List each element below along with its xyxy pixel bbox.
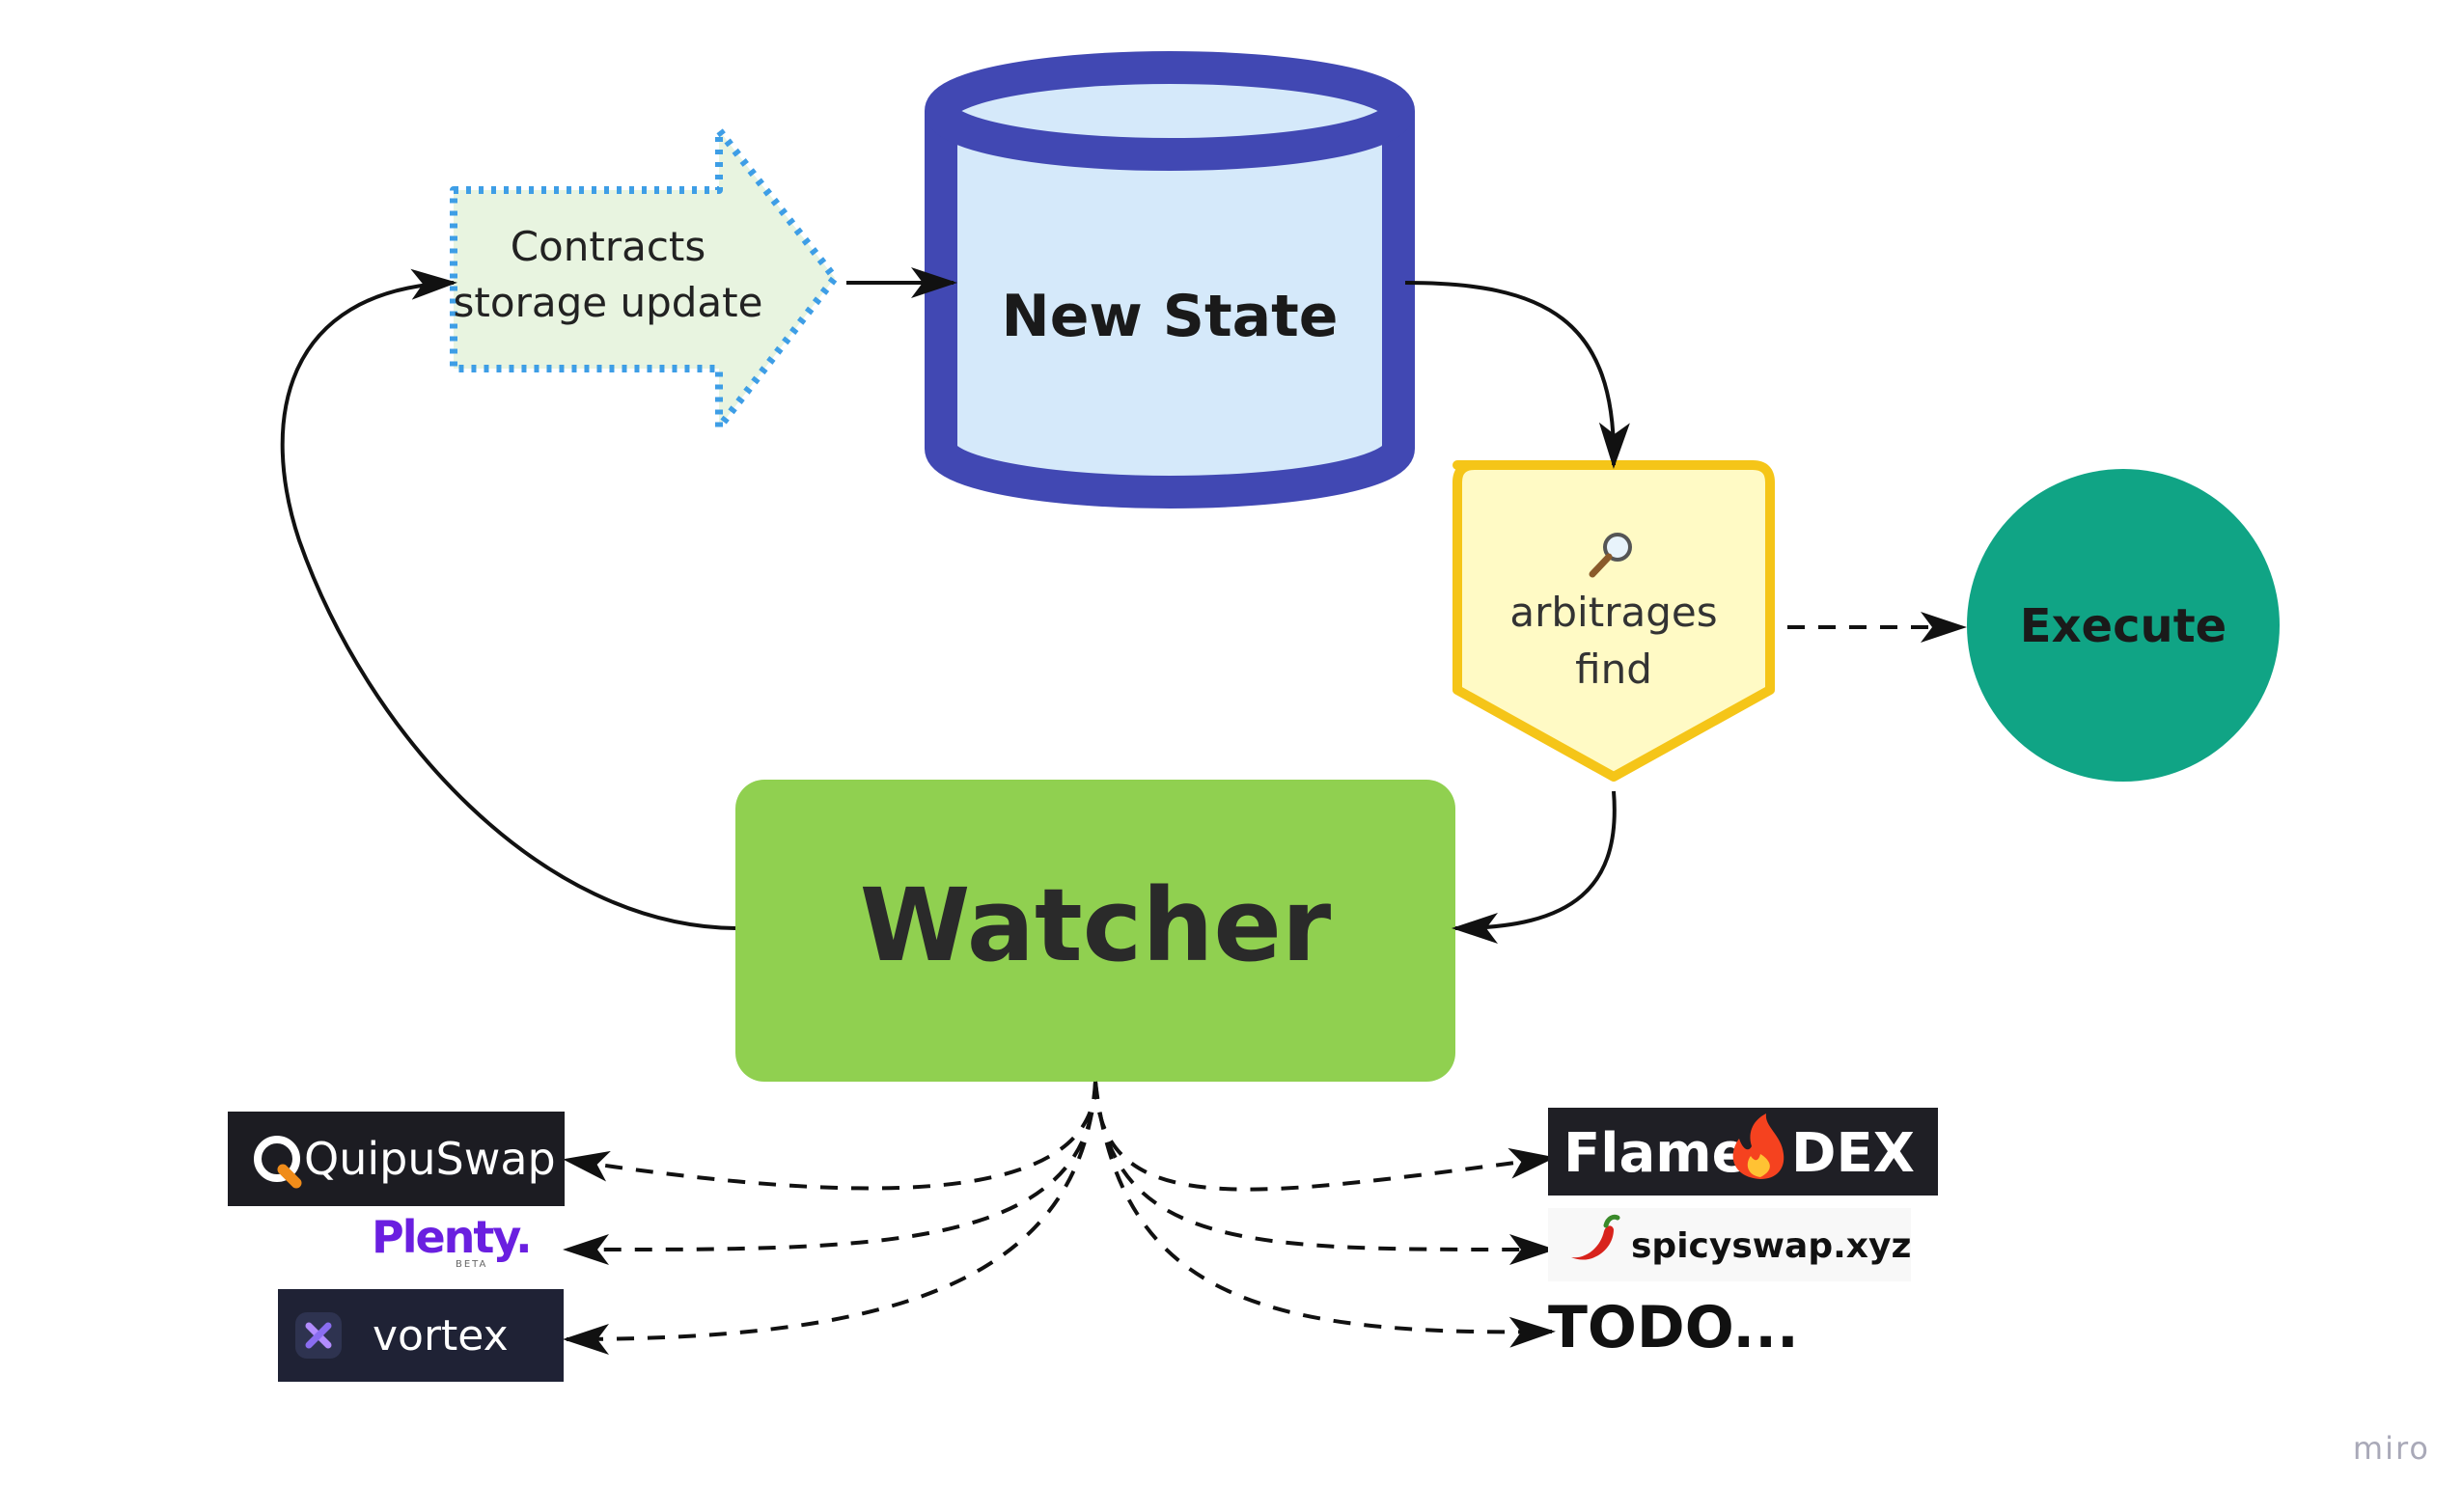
contracts-label-line1: Contracts (511, 223, 706, 270)
arbitrages-label-line2: find (1575, 646, 1652, 693)
spicyswap-logo: spicyswap.xyz (1548, 1208, 1911, 1281)
chili-pepper-icon (1571, 1214, 1620, 1260)
flamedex-logo: Flame DEX (1548, 1108, 1938, 1196)
watcher-label: Watcher (860, 866, 1331, 984)
plenty-label: Plenty. (372, 1211, 531, 1263)
miro-watermark: miro (2353, 1430, 2430, 1467)
contracts-storage-update-node[interactable]: Contracts storage update (450, 126, 839, 431)
quipuswap-label: QuipuSwap (304, 1133, 556, 1185)
new-state-database-node[interactable]: New State (925, 51, 1415, 509)
arrow-watcher-to-plenty (563, 1081, 1097, 1266)
todo-label: TODO... (1548, 1294, 1799, 1361)
arrow-watcher-to-contracts (280, 268, 736, 930)
plenty-beta-badge: BETA (456, 1259, 487, 1270)
arbitrages-find-node[interactable]: arbitrages find (1452, 460, 1775, 782)
arrow-watcher-to-flamedex (1093, 1081, 1556, 1192)
spicyswap-label: spicyswap.xyz (1631, 1226, 1911, 1266)
arrow-arbitrages-to-watcher (1452, 790, 1617, 944)
arrow-watcher-to-spicyswap (1093, 1081, 1556, 1266)
execute-label: Execute (2020, 599, 2227, 653)
vortex-logo: vortex (278, 1289, 564, 1382)
new-state-label: New State (1002, 283, 1339, 350)
vortex-label: vortex (373, 1311, 509, 1361)
watcher-node[interactable]: Watcher (735, 780, 1455, 1082)
quipuswap-q-icon (254, 1136, 302, 1189)
contracts-label-line2: storage update (454, 279, 763, 326)
flame-icon (1732, 1113, 1784, 1179)
arrow-watcher-to-todo (1093, 1081, 1556, 1348)
arbitrages-label-line1: arbitrages (1509, 589, 1717, 636)
arrow-newstate-to-arbitrages (1404, 281, 1630, 469)
flamedex-label-right: DEX (1791, 1122, 1915, 1185)
flamedex-label-left: Flame (1563, 1122, 1749, 1185)
execute-node[interactable]: Execute (1967, 469, 2280, 782)
arrow-watcher-to-vortex (563, 1081, 1097, 1355)
watcher-dex-connectors (563, 1081, 1556, 1355)
arrow-watcher-to-quipuswap (563, 1081, 1097, 1191)
plenty-logo: Plenty. BETA (372, 1211, 533, 1270)
quipuswap-logo: QuipuSwap (228, 1112, 565, 1206)
vortex-x-icon (305, 1322, 332, 1349)
magnifier-icon (1589, 533, 1632, 578)
